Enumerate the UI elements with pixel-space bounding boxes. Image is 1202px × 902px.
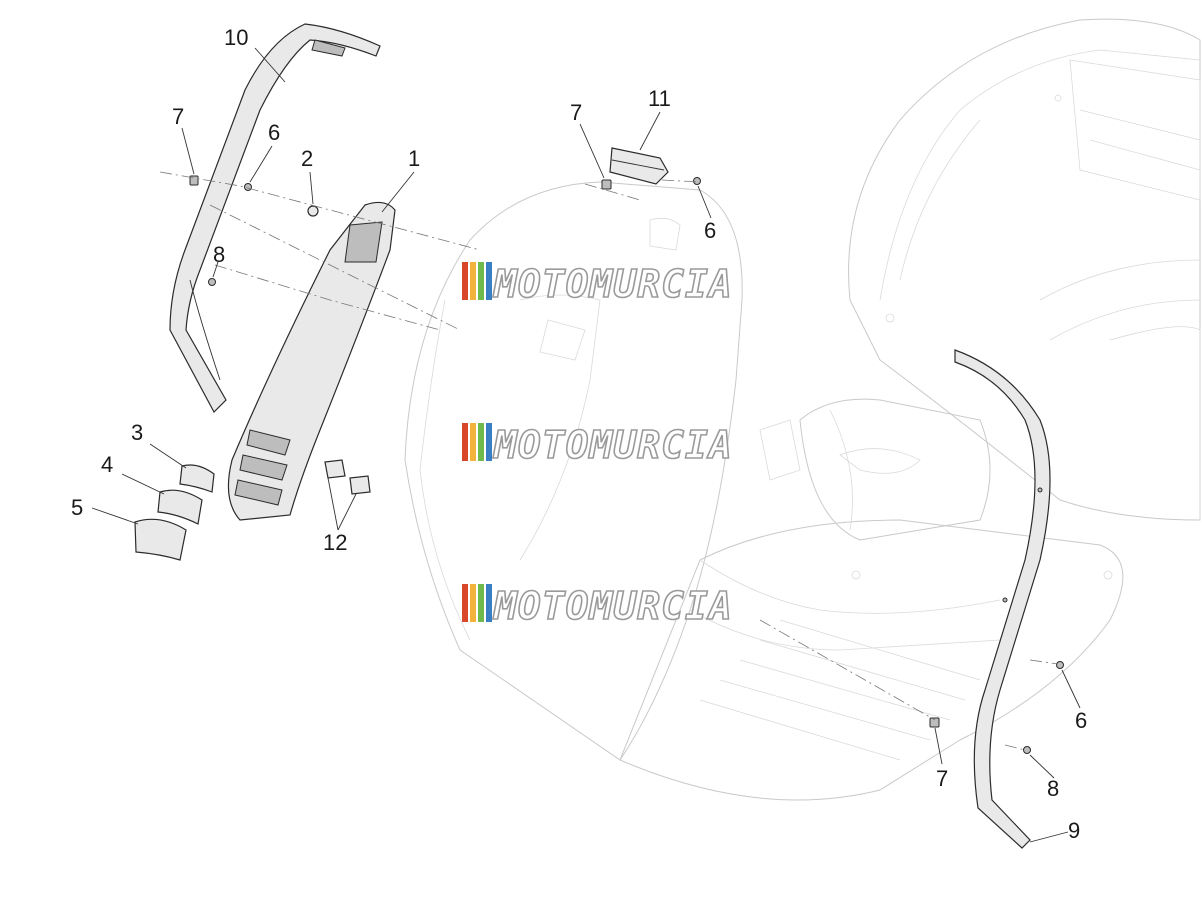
leader-lines [91,47,1081,843]
watermark-2: MOTOMURCIA [462,422,733,468]
watermark-1: MOTOMURCIA [462,261,733,307]
callout-4: 4 [101,452,113,477]
part-4-badge [157,489,203,525]
assembly-lines [159,171,1059,751]
callout-7: 7 [172,104,184,129]
callout-8: 8 [1047,776,1059,801]
callout-12: 12 [323,530,347,555]
callout-labels: 10 7 6 2 1 8 3 4 5 12 7 11 6 6 7 8 9 [71,25,1087,843]
callout-7: 7 [936,766,948,791]
part-5-badge [134,518,187,561]
scooter-body-outline [404,18,1201,801]
callout-3: 3 [131,420,143,445]
part-11-bracket [609,147,669,185]
callout-6: 6 [268,120,280,145]
watermark-text: MOTOMURCIA [492,262,733,306]
callout-9: 9 [1068,818,1080,843]
callout-11: 11 [648,86,671,111]
callout-8: 8 [213,242,225,267]
callout-5: 5 [71,495,83,520]
watermark-text: MOTOMURCIA [492,423,733,467]
part-10-trim-strip [169,23,381,413]
watermark-3: MOTOMURCIA [462,583,733,629]
callout-2: 2 [301,146,313,171]
part-1-horn-cover [227,201,396,521]
watermark-text: MOTOMURCIA [492,584,733,628]
hardware-fasteners [189,175,1064,754]
callout-6: 6 [1075,708,1087,733]
part-12-clips [324,459,371,495]
part-9-trim-strip [954,349,1051,849]
callout-6: 6 [704,218,716,243]
callout-7: 7 [570,100,582,125]
callout-10: 10 [224,25,248,50]
callout-1: 1 [408,146,420,171]
part-3-badge [179,464,215,493]
